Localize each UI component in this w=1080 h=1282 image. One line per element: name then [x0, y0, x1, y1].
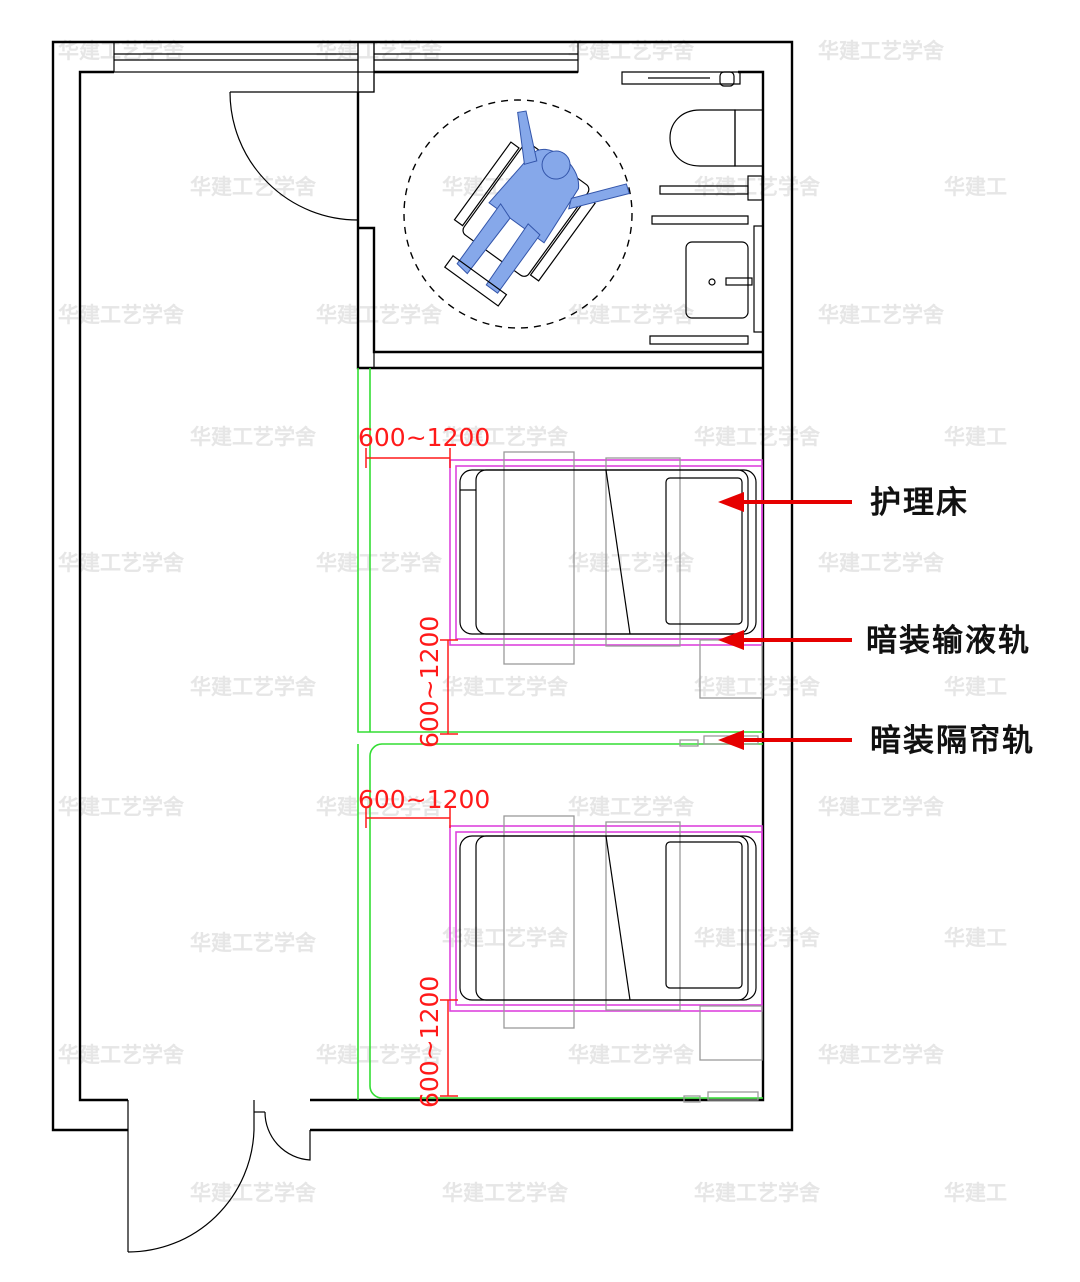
- watermark-text: 华建工艺学舍: [818, 795, 945, 819]
- callout-curtain-track: 暗装隔帘轨: [718, 723, 1035, 759]
- grab-bar-lower: [651, 215, 749, 225]
- watermark-text: 华建工艺学舍: [568, 1043, 695, 1067]
- grab-bar-basin: [649, 335, 749, 345]
- wheelchair-turning-area: [403, 99, 633, 329]
- toilet: [621, 71, 764, 167]
- watermark-text: 华建工: [944, 175, 1007, 199]
- watermark-text: 华建工: [944, 926, 1007, 950]
- watermark-text: 华建工艺学舍: [442, 675, 569, 699]
- track-end-cap: [707, 1091, 759, 1101]
- watermark-text: 华建工艺学舍: [818, 551, 945, 575]
- track-end-cap: [683, 1095, 701, 1103]
- curtain-track-lower: [357, 743, 763, 1100]
- dimension-bed2-foot: 600~1200: [415, 976, 458, 1108]
- turning-circle: [403, 99, 633, 329]
- watermark-text: 华建工艺学舍: [694, 1181, 821, 1205]
- watermark-text: 华建工艺学舍: [58, 1043, 185, 1067]
- watermark-layer: 华建工艺学舍 华建工艺学舍 华建工艺学舍 华建工艺学舍 华建工艺学舍 华建工艺学…: [58, 39, 1007, 1205]
- wheelchair-user-figure: [443, 110, 630, 307]
- outer-wall: [51, 40, 794, 1132]
- partition-wall-end: [357, 227, 375, 369]
- washbasin: [685, 225, 764, 333]
- watermark-text: 华建工艺学舍: [818, 1043, 945, 1067]
- callout-label-iv-track: 暗装输液轨: [866, 623, 1031, 659]
- bathroom-door: [229, 91, 359, 221]
- dimension-label: 600~1200: [358, 785, 490, 814]
- watermark-text: 华建工艺学舍: [316, 1043, 443, 1067]
- callout-label-nursing-bed: 护理床: [870, 485, 969, 521]
- watermark-text: 华建工艺学舍: [190, 1181, 317, 1205]
- watermark-text: 华建工艺学舍: [442, 425, 569, 449]
- nursing-bed-2: [449, 815, 763, 1061]
- curtain-track-layer: [357, 368, 763, 1103]
- watermark-text: 华建工艺学舍: [818, 303, 945, 327]
- dimension-bed2-side: 600~1200: [358, 785, 490, 828]
- watermark-text: 华建工: [944, 1181, 1007, 1205]
- watermark-text: 华建工艺学舍: [694, 175, 821, 199]
- watermark-text: 华建工艺学舍: [818, 39, 945, 63]
- watermark-text: 华建工艺学舍: [58, 795, 185, 819]
- dimension-label: 600~1200: [415, 976, 444, 1108]
- window-right: [373, 41, 579, 73]
- dimension-label: 600~1200: [415, 616, 444, 748]
- watermark-text: 华建工: [944, 675, 1007, 699]
- watermark-text: 华建工艺学舍: [316, 551, 443, 575]
- dimension-bed1-side: 600~1200: [358, 423, 490, 468]
- entrance-door: [127, 1100, 311, 1253]
- bathroom-fixtures: [621, 71, 764, 345]
- watermark-text: 华建工艺学舍: [442, 926, 569, 950]
- watermark-text: 华建工艺学舍: [568, 551, 695, 575]
- grab-bar: [659, 175, 763, 201]
- curtain-track-upper: [357, 368, 763, 733]
- watermark-text: 华建工艺学舍: [694, 425, 821, 449]
- watermark-text: 华建工艺学舍: [442, 1181, 569, 1205]
- callout-iv-track: 暗装输液轨: [718, 623, 1031, 659]
- watermark-text: 华建工: [944, 425, 1007, 449]
- nursing-bed-1: [449, 451, 763, 699]
- partition-wall-end: [357, 71, 375, 93]
- watermark-text: 华建工艺学舍: [190, 675, 317, 699]
- watermark-text: 华建工艺学舍: [316, 303, 443, 327]
- watermark-text: 华建工艺学舍: [568, 795, 695, 819]
- room-walls: [51, 40, 794, 1132]
- callout-label-curtain-track: 暗装隔帘轨: [870, 723, 1035, 759]
- dimension-bed1-foot: 600~1200: [415, 616, 458, 748]
- watermark-text: 华建工艺学舍: [58, 303, 185, 327]
- callout-nursing-bed: 护理床: [718, 485, 969, 521]
- watermark-text: 华建工艺学舍: [568, 303, 695, 327]
- watermark-text: 华建工艺学舍: [190, 175, 317, 199]
- watermark-text: 华建工艺学舍: [694, 926, 821, 950]
- track-end-cap: [679, 739, 699, 747]
- watermark-text: 华建工艺学舍: [694, 675, 821, 699]
- dimension-label: 600~1200: [358, 423, 490, 452]
- watermark-text: 华建工艺学舍: [190, 931, 317, 955]
- watermark-text: 华建工艺学舍: [316, 795, 443, 819]
- watermark-text: 华建工艺学舍: [58, 551, 185, 575]
- watermark-text: 华建工艺学舍: [190, 425, 317, 449]
- inner-wall: [78, 70, 765, 1102]
